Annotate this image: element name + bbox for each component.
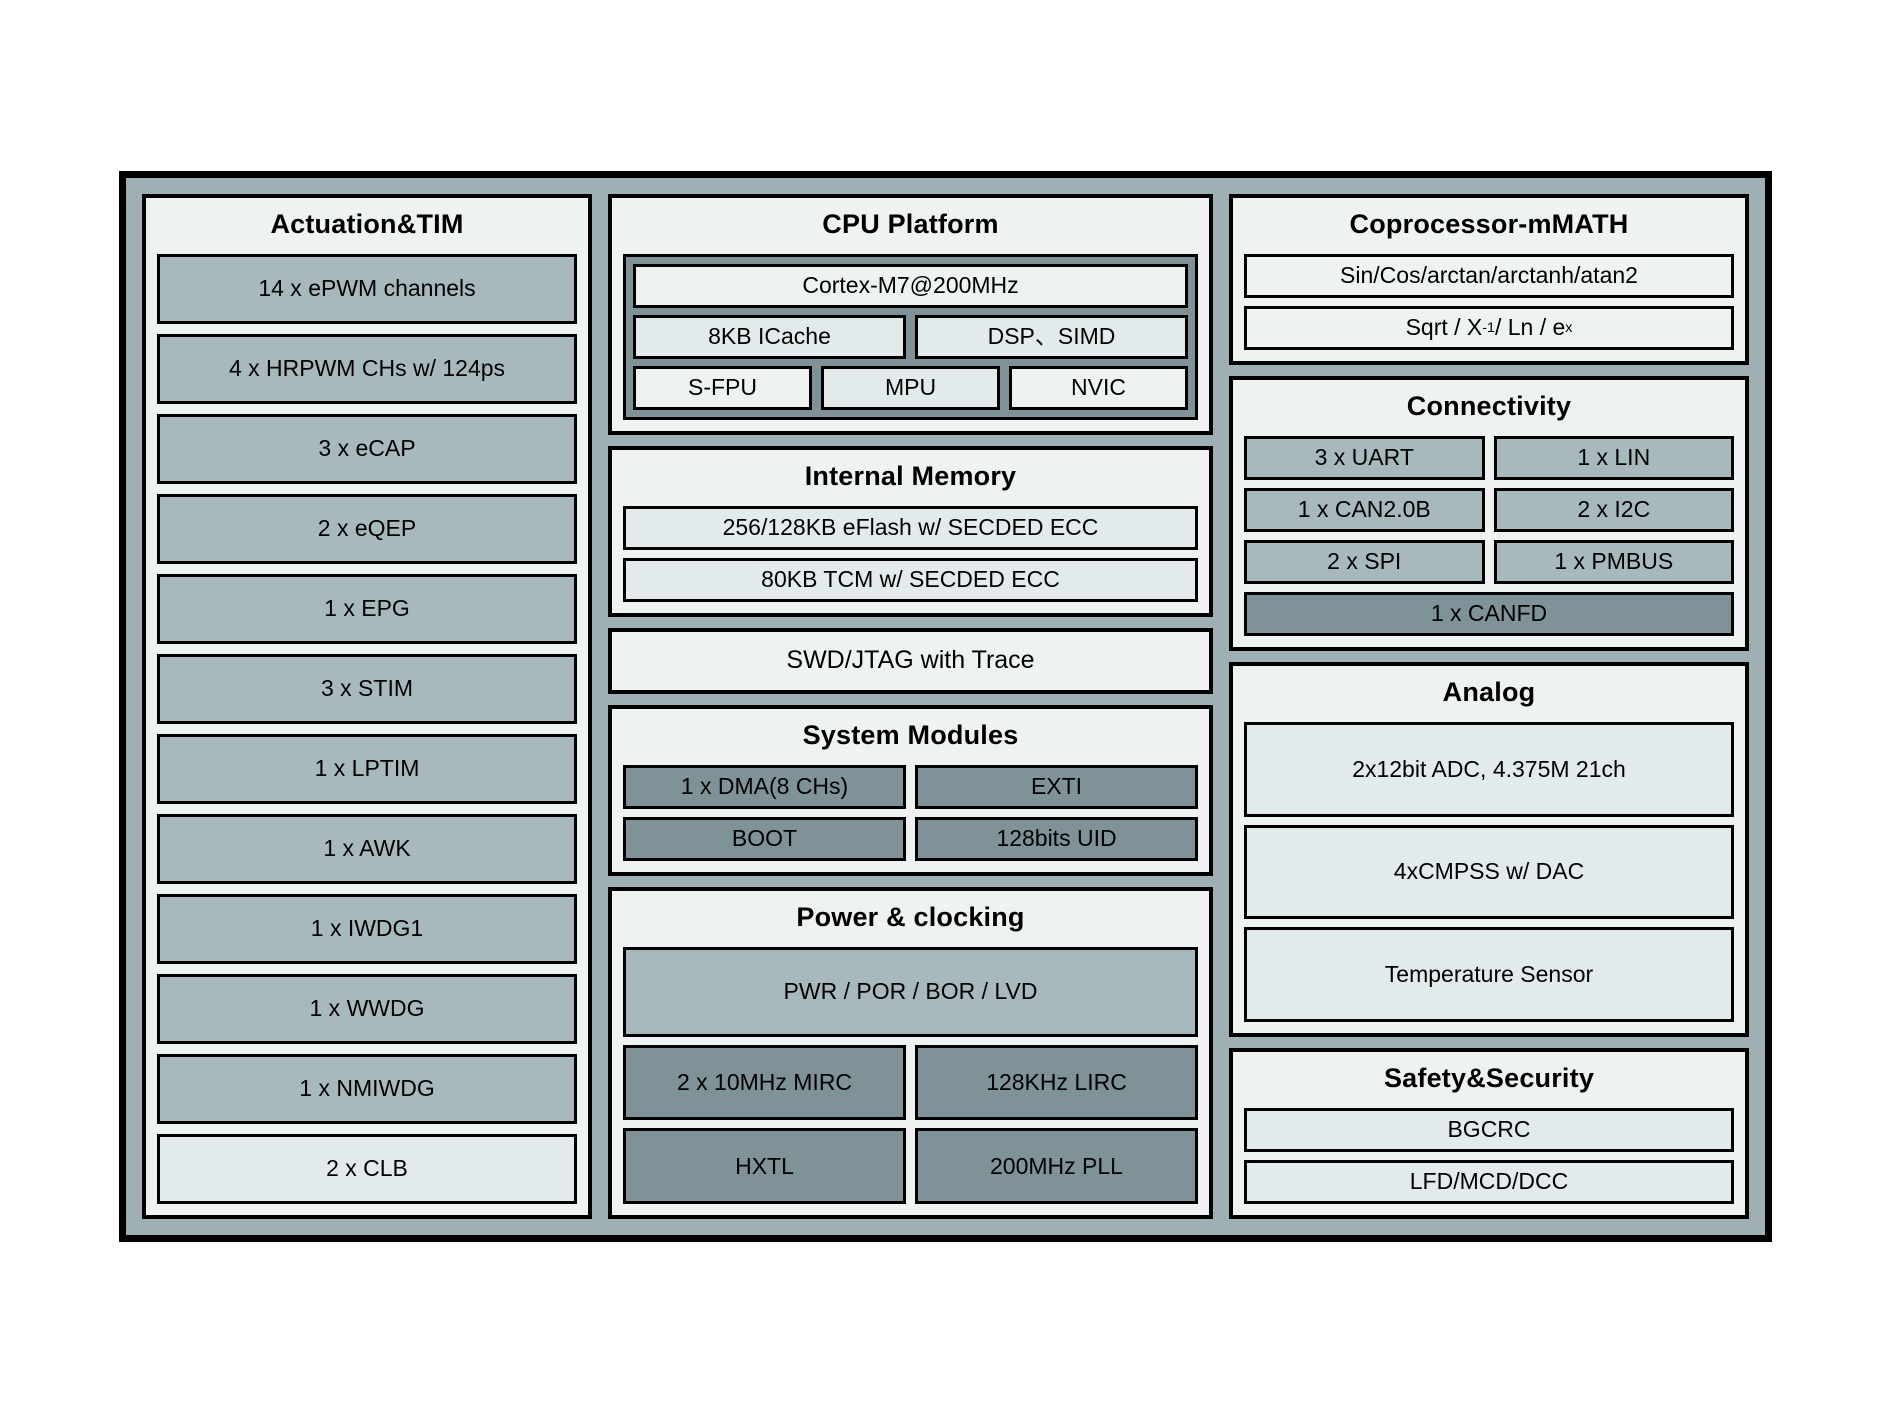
item-epwm[interactable]: 14 x ePWM channels xyxy=(157,254,577,325)
analog-temp-sensor[interactable]: Temperature Sensor xyxy=(1244,927,1734,1022)
conn-row-b: 1 x CAN2.0B 2 x I2C xyxy=(1244,488,1734,533)
item-eqep[interactable]: 2 x eQEP xyxy=(157,494,577,565)
power-pwr-por-bor-lvd[interactable]: PWR / POR / BOR / LVD xyxy=(623,947,1198,1037)
conn-row-a: 3 x UART 1 x LIN xyxy=(1244,436,1734,481)
sysmod-boot[interactable]: BOOT xyxy=(623,817,906,862)
conn-uart[interactable]: 3 x UART xyxy=(1244,436,1485,481)
group-title-power: Power & clocking xyxy=(796,902,1025,933)
group-safety-security: Safety&Security BGCRC LFD/MCD/DCC xyxy=(1229,1047,1749,1219)
item-hrpwm[interactable]: 4 x HRPWM CHs w/ 124ps xyxy=(157,334,577,405)
cpu-dsp-simd[interactable]: DSP、SIMD xyxy=(915,315,1188,360)
sysmod-uid[interactable]: 128bits UID xyxy=(915,817,1198,862)
item-clb[interactable]: 2 x CLB xyxy=(157,1134,577,1205)
power-mirc[interactable]: 2 x 10MHz MIRC xyxy=(623,1044,906,1121)
column-middle: CPU Platform Cortex-M7@200MHz 8KB ICache… xyxy=(608,194,1213,1219)
item-lptim[interactable]: 1 x LPTIM xyxy=(157,734,577,805)
conn-lin[interactable]: 1 x LIN xyxy=(1493,436,1734,481)
group-title-analog: Analog xyxy=(1442,677,1536,708)
group-debug: SWD/JTAG with Trace xyxy=(608,628,1213,695)
cpu-icache[interactable]: 8KB ICache xyxy=(633,315,906,360)
sysmod-row-b: BOOT 128bits UID xyxy=(623,817,1198,862)
cpu-sfpu[interactable]: S-FPU xyxy=(633,366,812,411)
item-epg[interactable]: 1 x EPG xyxy=(157,574,577,645)
cpu-subframe: Cortex-M7@200MHz 8KB ICache DSP、SIMD S-F… xyxy=(623,254,1198,421)
group-connectivity: Connectivity 3 x UART 1 x LIN 1 x CAN2.0… xyxy=(1229,376,1749,652)
cpu-row-b: S-FPU MPU NVIC xyxy=(633,366,1188,411)
coproc-formula-prefix: Sqrt / X xyxy=(1405,314,1483,341)
item-awk[interactable]: 1 x AWK xyxy=(157,814,577,885)
group-system-modules: System Modules 1 x DMA(8 CHs) EXTI BOOT … xyxy=(608,705,1213,877)
debug-swd-jtag[interactable]: SWD/JTAG with Trace xyxy=(786,646,1035,675)
group-analog: Analog 2x12bit ADC, 4.375M 21ch 4xCMPSS … xyxy=(1229,662,1749,1037)
group-coprocessor-mmath: Coprocessor-mMATH Sin/Cos/arctan/arctanh… xyxy=(1229,194,1749,366)
power-lirc[interactable]: 128KHz LIRC xyxy=(915,1044,1198,1121)
analog-cmpss[interactable]: 4xCMPSS w/ DAC xyxy=(1244,824,1734,920)
memory-eflash[interactable]: 256/128KB eFlash w/ SECDED ECC xyxy=(623,506,1198,551)
power-row-b: HXTL 200MHz PLL xyxy=(623,1128,1198,1205)
chip-block-diagram: Actuation&TIM 14 x ePWM channels 4 x HRP… xyxy=(119,171,1772,1242)
sysmod-exti[interactable]: EXTI xyxy=(915,765,1198,810)
conn-i2c[interactable]: 2 x I2C xyxy=(1493,488,1734,533)
coproc-formula-mid: / Ln / e xyxy=(1494,314,1566,341)
group-title-coprocessor: Coprocessor-mMATH xyxy=(1349,209,1629,239)
column-right: Coprocessor-mMATH Sin/Cos/arctan/arctanh… xyxy=(1229,194,1749,1219)
power-pll[interactable]: 200MHz PLL xyxy=(915,1128,1198,1205)
power-hxtl[interactable]: HXTL xyxy=(623,1128,906,1205)
group-power-clocking: Power & clocking PWR / POR / BOR / LVD 2… xyxy=(608,887,1213,1219)
group-title-safety: Safety&Security xyxy=(1383,1062,1595,1093)
coproc-trig[interactable]: Sin/Cos/arctan/arctanh/atan2 xyxy=(1244,254,1734,299)
conn-can20b[interactable]: 1 x CAN2.0B xyxy=(1244,488,1485,533)
cpu-mpu[interactable]: MPU xyxy=(821,366,1000,411)
analog-adc[interactable]: 2x12bit ADC, 4.375M 21ch xyxy=(1244,722,1734,817)
group-title-connectivity: Connectivity xyxy=(1406,391,1572,422)
conn-canfd[interactable]: 1 x CANFD xyxy=(1244,592,1734,637)
group-internal-memory: Internal Memory 256/128KB eFlash w/ SECD… xyxy=(608,446,1213,618)
group-cpu-platform: CPU Platform Cortex-M7@200MHz 8KB ICache… xyxy=(608,194,1213,436)
column-left: Actuation&TIM 14 x ePWM channels 4 x HRP… xyxy=(142,194,592,1219)
item-iwdg1[interactable]: 1 x IWDG1 xyxy=(157,894,577,965)
conn-row-c: 2 x SPI 1 x PMBUS xyxy=(1244,540,1734,585)
cpu-nvic[interactable]: NVIC xyxy=(1009,366,1188,411)
item-nmiwdg[interactable]: 1 x NMIWDG xyxy=(157,1054,577,1125)
group-title-actuation: Actuation&TIM xyxy=(270,209,464,239)
cpu-row-a: 8KB ICache DSP、SIMD xyxy=(633,315,1188,360)
group-title-cpu: CPU Platform xyxy=(822,209,999,239)
sysmod-row-a: 1 x DMA(8 CHs) EXTI xyxy=(623,765,1198,810)
cpu-core[interactable]: Cortex-M7@200MHz xyxy=(633,264,1188,309)
memory-tcm[interactable]: 80KB TCM w/ SECDED ECC xyxy=(623,558,1198,603)
item-stim[interactable]: 3 x STIM xyxy=(157,654,577,725)
sysmod-dma[interactable]: 1 x DMA(8 CHs) xyxy=(623,765,906,810)
conn-pmbus[interactable]: 1 x PMBUS xyxy=(1493,540,1734,585)
item-ecap[interactable]: 3 x eCAP xyxy=(157,414,577,485)
safety-bgcrc[interactable]: BGCRC xyxy=(1244,1108,1734,1152)
actuation-item-list: 14 x ePWM channels 4 x HRPWM CHs w/ 124p… xyxy=(157,254,577,1205)
group-actuation-tim: Actuation&TIM 14 x ePWM channels 4 x HRP… xyxy=(142,194,592,1219)
item-wwdg[interactable]: 1 x WWDG xyxy=(157,974,577,1045)
conn-spi[interactable]: 2 x SPI xyxy=(1244,540,1485,585)
group-title-memory: Internal Memory xyxy=(804,461,1017,492)
safety-lfd-mcd-dcc[interactable]: LFD/MCD/DCC xyxy=(1244,1160,1734,1204)
group-title-system-modules: System Modules xyxy=(802,720,1019,751)
power-row-a: 2 x 10MHz MIRC 128KHz LIRC xyxy=(623,1044,1198,1121)
